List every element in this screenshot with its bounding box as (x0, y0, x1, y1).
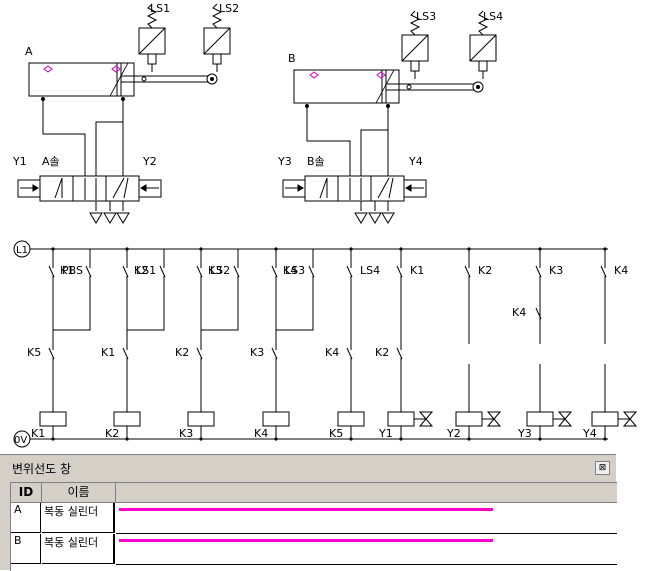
column-header-id[interactable]: ID (11, 483, 42, 503)
contact-k2 (464, 265, 471, 278)
rung-2-mid-label: K2 (175, 346, 189, 359)
coil-y1 (387, 411, 415, 427)
contact-pbs (48, 265, 55, 278)
contact-ls1 (122, 265, 129, 278)
contact-k1 (85, 265, 92, 278)
coil-k5 (337, 411, 365, 427)
valve-b[interactable] (282, 175, 427, 224)
contact-k3 (271, 347, 278, 360)
ls3-label: LS3 (416, 10, 436, 23)
y2-label: Y2 (142, 155, 157, 168)
coil-k3 (187, 411, 215, 427)
rung-3-contact-label: LS3 (285, 264, 305, 277)
column-header-timeline (116, 483, 617, 503)
rung-6-contact-label: K2 (478, 264, 492, 277)
column-header-name[interactable]: 이름 (42, 483, 116, 503)
rung-2-contact-label: LS2 (210, 264, 230, 277)
contact-k2 (159, 265, 166, 278)
coil-label-y1: Y1 (378, 427, 393, 440)
rung-0-hold-label: K1 (60, 264, 74, 277)
coil-label-k2: K2 (105, 427, 119, 440)
contact-k3 (535, 265, 542, 278)
cylinder-b[interactable] (293, 69, 484, 108)
rung-8-contact-label: K4 (614, 264, 628, 277)
valve-a[interactable] (17, 175, 162, 224)
ladder-rungs: PBSK1K5K1LS1K2K1K2LS2K3K2K3LS3K4K3K4LS4K… (27, 247, 638, 441)
rung-1-contact-label: LS1 (136, 264, 156, 277)
rung-5-contact-label: K1 (410, 264, 424, 277)
close-icon[interactable]: ⊠ (595, 461, 610, 475)
rung-7-contact-label: K3 (549, 264, 563, 277)
rung-0-contact-label: PBS (62, 264, 83, 277)
y3-label: Y3 (277, 155, 292, 168)
rung-5-mid-label: K2 (375, 346, 389, 359)
limit-switch-ls4[interactable] (469, 10, 497, 79)
rung-1-mid-label: K1 (101, 346, 115, 359)
row-b-name[interactable]: 복동 실린더 (42, 534, 115, 564)
coil-label-k3: K3 (179, 427, 193, 440)
coil-label-k1: K1 (31, 427, 45, 440)
rail-bottom-label: 0V (14, 435, 27, 446)
limit-switch-ls3[interactable] (401, 10, 429, 79)
rung-1-hold-label: K2 (134, 264, 148, 277)
rail-top-label: L1 (16, 245, 28, 256)
rung-2-hold-label: K3 (208, 264, 222, 277)
pneumatic-ladder-diagram: A LS1 LS2 B LS3 LS4 Y1 A솔 Y2 Y3 B솔 Y4 L1… (12, 2, 638, 448)
row-a-name[interactable]: 복동 실린더 (42, 503, 115, 533)
contact-k2 (196, 347, 203, 360)
cylinder-a[interactable] (28, 62, 218, 101)
coil-k2 (113, 411, 141, 427)
displacement-panel[interactable]: 변위선도 창 ⊠ ID 이름 A 복동 실린더 B 복동 실린더 (0, 454, 617, 571)
contact-k5 (48, 347, 55, 360)
rung-3-mid-label: K3 (250, 346, 264, 359)
ls1-label: LS1 (150, 2, 170, 15)
contact-ls3 (271, 265, 278, 278)
row-b-timeline (116, 534, 617, 565)
contact-k4 (600, 265, 607, 278)
cylinder-a-label: A (25, 45, 33, 58)
rung-7-series-label: K4 (512, 306, 526, 319)
cylinder-b-label: B (288, 52, 296, 65)
coil-y3 (526, 411, 554, 427)
coil-k1 (39, 411, 67, 427)
contact-k1 (396, 265, 403, 278)
contact-ls4 (346, 265, 353, 278)
row-a-trace (119, 508, 493, 511)
row-b-id[interactable]: B (11, 534, 41, 564)
displacement-table: ID 이름 A 복동 실린더 B 복동 실린더 (10, 482, 617, 571)
coil-label-k4: K4 (254, 427, 268, 440)
rung-4-mid-label: K4 (325, 346, 339, 359)
coil-label-y2: Y2 (446, 427, 461, 440)
coil-label-k5: K5 (329, 427, 343, 440)
row-b-trace (119, 539, 493, 542)
coil-y2 (455, 411, 483, 427)
row-a-timeline (116, 503, 617, 534)
rung-3-hold-label: K4 (283, 264, 297, 277)
coil-y4 (591, 411, 619, 427)
panel-title: 변위선도 창 (12, 462, 72, 476)
ls2-label: LS2 (219, 2, 239, 15)
contact-k1 (122, 347, 129, 360)
contact-k4 (308, 265, 315, 278)
valve-b-label: B솔 (307, 155, 325, 168)
row-a-id[interactable]: A (11, 503, 41, 533)
contact-ls2 (196, 265, 203, 278)
contact-k2 (396, 347, 403, 360)
limit-switch-ls2[interactable] (203, 3, 231, 72)
coil-k4 (262, 411, 290, 427)
contact-k3 (233, 265, 240, 278)
contact-k4 (346, 347, 353, 360)
coil-label-y3: Y3 (517, 427, 532, 440)
valve-a-label: A솔 (42, 155, 60, 168)
y4-label: Y4 (408, 155, 423, 168)
y1-label: Y1 (12, 155, 27, 168)
rung-4-contact-label: LS4 (360, 264, 380, 277)
ls4-label: LS4 (483, 10, 503, 23)
rail-top (13, 240, 608, 258)
rung-0-mid-label: K5 (27, 346, 41, 359)
limit-switch-ls1[interactable] (138, 3, 166, 72)
coil-label-y4: Y4 (582, 427, 597, 440)
